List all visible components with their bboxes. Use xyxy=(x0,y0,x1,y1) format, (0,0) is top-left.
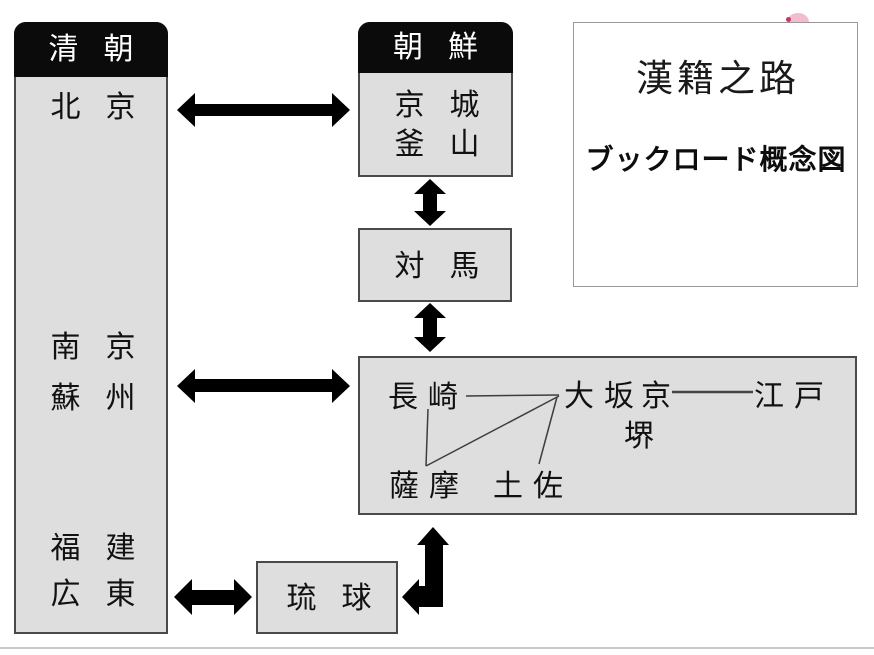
city-suzhou: 蘇州 xyxy=(50,382,161,415)
city-guangdong: 広東 xyxy=(50,578,161,611)
city-beijing: 北京 xyxy=(50,91,161,124)
city-ryukyu: 琉球 xyxy=(286,582,397,615)
qing-header: 清朝 xyxy=(14,22,168,77)
arrow-ryukyu-japan xyxy=(402,527,449,615)
city-tosa: 土佐 xyxy=(493,470,573,503)
qing-dynasty-column: 清朝 北京 南京 蘇州 福建 広東 xyxy=(14,22,168,634)
arrow-korea-tsushima xyxy=(414,179,446,226)
city-edo: 江戸 xyxy=(754,380,834,413)
diagram-subtitle: ブックロード概念図 xyxy=(585,144,847,175)
bottom-divider xyxy=(0,647,874,649)
city-nanjing: 南京 xyxy=(50,331,161,364)
city-kyoto: 京 xyxy=(641,380,671,413)
city-sakai: 堺 xyxy=(624,420,654,453)
pink-petal-dot xyxy=(786,17,791,22)
city-osaka: 大坂 xyxy=(564,380,644,413)
diagram-title: 漢籍之路 xyxy=(636,59,800,100)
ryukyu-box: 琉球 xyxy=(256,561,398,634)
arrow-nanjing-japan xyxy=(177,369,350,403)
city-satsuma: 薩摩 xyxy=(389,470,469,503)
city-nagasaki: 長崎 xyxy=(388,381,468,414)
korea-box: 朝鮮 京城 釜山 xyxy=(358,22,513,177)
legend-box: 漢籍之路 ブックロード概念図 xyxy=(573,22,858,287)
arrow-fujian-ryukyu xyxy=(174,579,252,615)
korea-header-label: 朝鮮 xyxy=(393,30,503,64)
arrow-tsushima-japan xyxy=(414,303,446,352)
korea-header: 朝鮮 xyxy=(358,22,513,73)
qing-header-label: 清朝 xyxy=(48,32,159,66)
city-tsushima: 対馬 xyxy=(394,250,505,283)
japan-box: 長崎 大坂 京 江戸 堺 薩摩 土佐 xyxy=(358,356,857,515)
arrow-beijing-korea xyxy=(177,93,350,127)
tsushima-box: 対馬 xyxy=(358,228,512,302)
city-fujian: 福建 xyxy=(50,532,161,565)
city-busan: 釜山 xyxy=(394,128,505,161)
city-keijo: 京城 xyxy=(394,89,505,122)
